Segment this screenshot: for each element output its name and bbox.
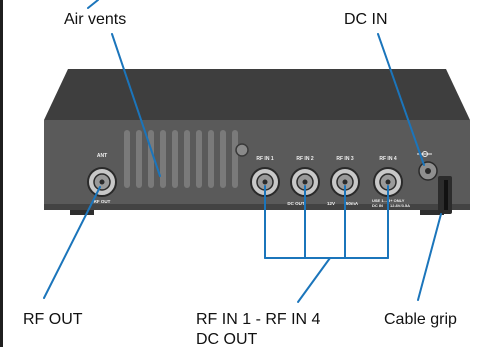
air-vents: [124, 130, 238, 188]
label-rf-in-4: RF IN 4: [379, 156, 396, 162]
leader-air-vents: [111, 33, 161, 177]
housing-top: [44, 69, 470, 120]
rf-out-connector: [87, 167, 117, 197]
label-voltage: 12V: [327, 201, 335, 206]
label-rating: 12.8V/3.5A: [390, 203, 410, 208]
leader-air-vents-top: [87, 0, 99, 9]
foot-right: [420, 210, 444, 215]
label-rf-out-small: RF OUT: [94, 199, 111, 204]
cable-grip: [438, 176, 452, 214]
label-rf-in-3: RF IN 3: [336, 156, 353, 162]
label-dc-out: DC OUT: [287, 201, 304, 206]
leader-cable-grip: [417, 213, 442, 301]
callout-rf-in: RF IN 1 - RF IN 4 DC OUT: [196, 310, 320, 350]
rf-in-1-connector: [250, 167, 280, 197]
vent-slot: [232, 130, 238, 188]
rf-in-3-connector: [330, 167, 360, 197]
dc-in-socket: [418, 161, 438, 181]
screw: [235, 143, 249, 157]
leader-dc-in: [377, 33, 425, 166]
callout-rf-in-line1: RF IN 1 - RF IN 4: [196, 311, 321, 328]
leader-rf-out: [43, 186, 101, 299]
foot-left: [70, 210, 94, 215]
callout-cable-grip: Cable grip: [384, 311, 457, 328]
rf-in-4-connector: [373, 167, 403, 197]
callout-dc-in: DC IN: [344, 11, 388, 28]
label-rf-in-2: RF IN 2: [296, 156, 313, 162]
label-current: 50mA: [346, 201, 359, 206]
vent-slot: [220, 130, 226, 188]
vent-slot: [208, 130, 214, 188]
vent-slot: [148, 130, 154, 188]
leader-rf-in-stem: [297, 257, 331, 303]
vent-slot: [184, 130, 190, 188]
label-rf-in-1: RF IN 1: [256, 156, 273, 162]
vent-slot: [196, 130, 202, 188]
vent-slot: [172, 130, 178, 188]
label-ant: ANT: [97, 153, 107, 159]
panel-bottom-edge: [44, 204, 470, 210]
vent-slot: [160, 130, 166, 188]
callout-rf-in-line2: DC OUT: [196, 331, 258, 348]
frame-edge: [0, 0, 3, 347]
callout-air-vents: Air vents: [64, 11, 127, 28]
callout-rf-out: RF OUT: [23, 311, 83, 328]
vent-slot: [136, 130, 142, 188]
label-usb-line2: DC IN: [372, 203, 383, 208]
vent-slot: [124, 130, 130, 188]
leader-lines: [43, 0, 442, 303]
